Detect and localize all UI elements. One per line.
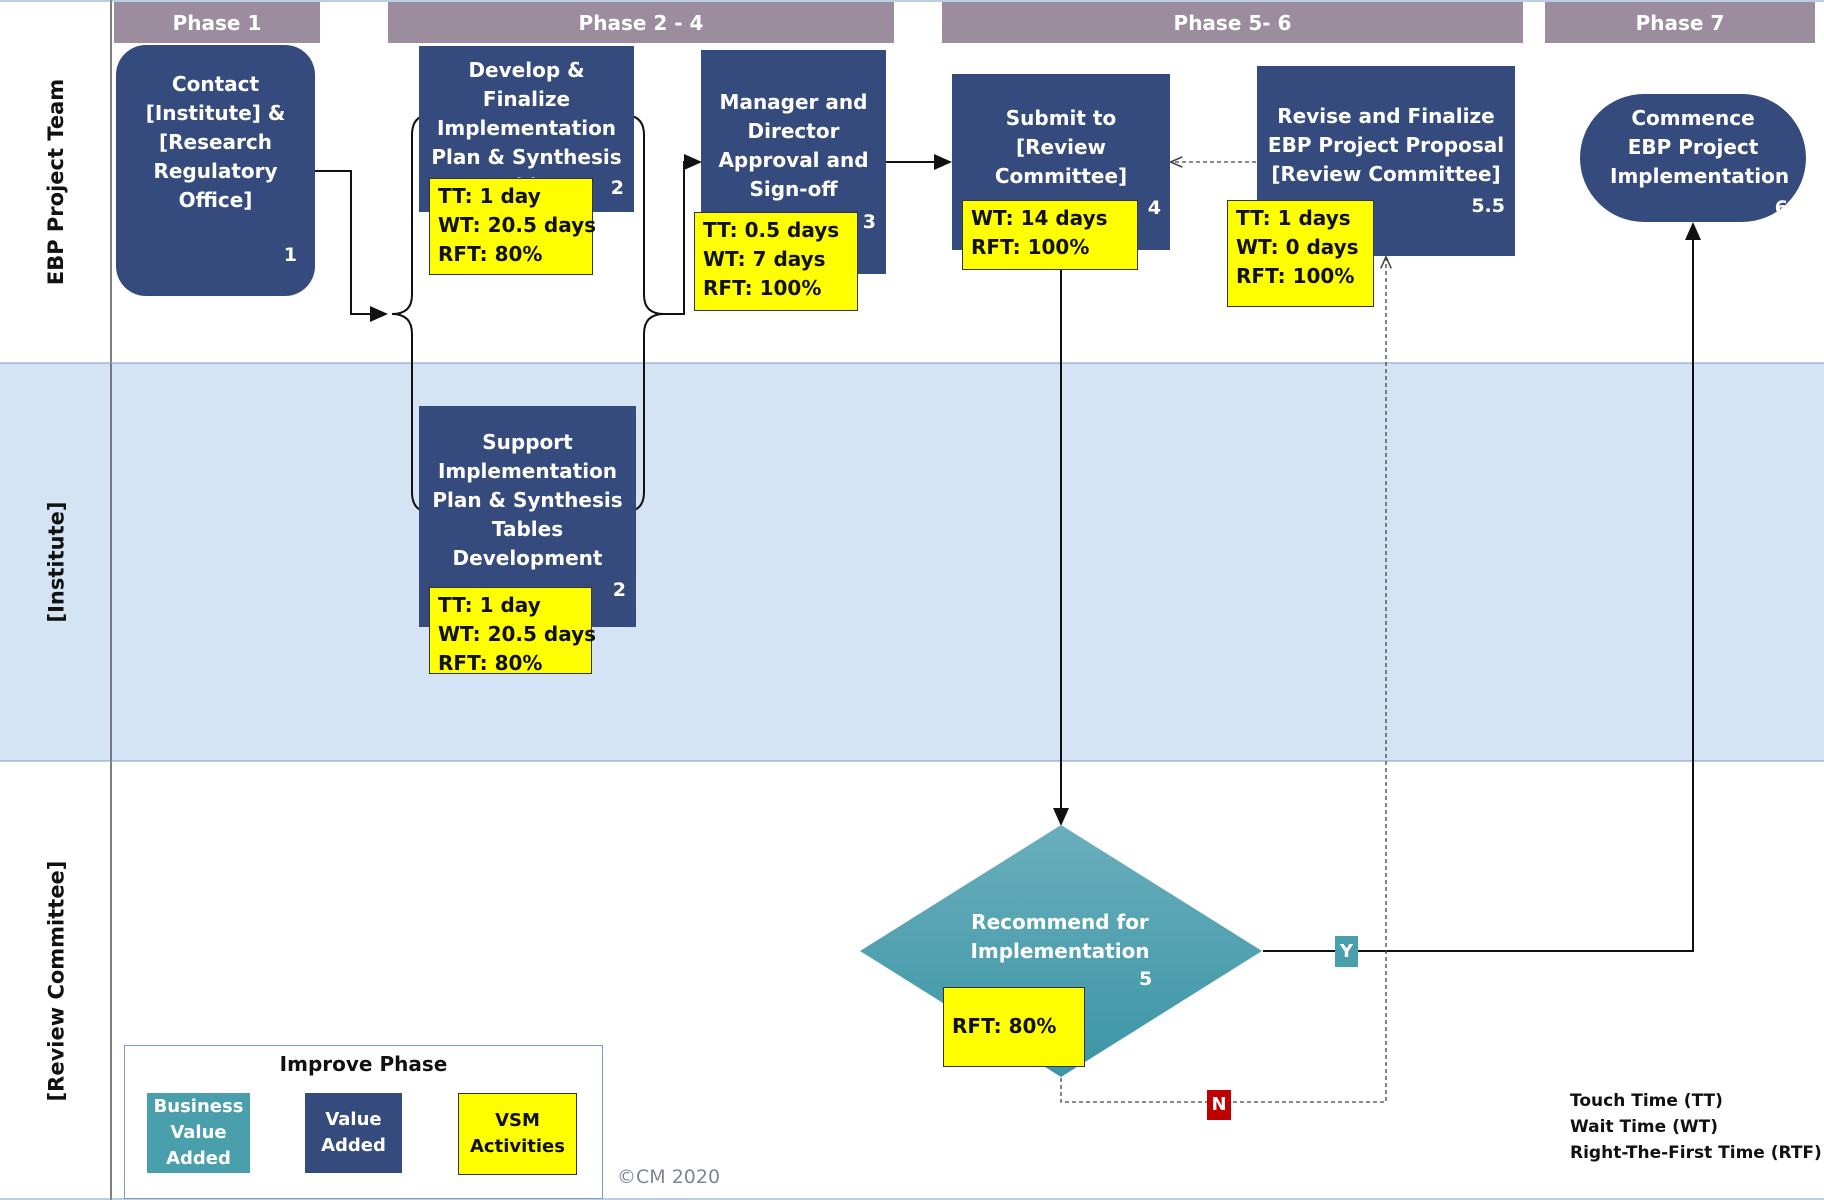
legend-title: Improve Phase [279, 1052, 448, 1076]
step-support-number: 2 [612, 579, 626, 601]
step-develop-label: Develop & Finalize Implementation Plan &… [431, 58, 622, 198]
phase-header-4: Phase 7 [1545, 2, 1815, 43]
vsm-develop-wt: WT: 20.5 days [438, 213, 597, 237]
decision-label: Recommend for Implementation [970, 910, 1150, 963]
step-manager-label: Manager and Director Approval and Sign-o… [718, 90, 869, 201]
phase-header-2: Phase 2 - 4 [388, 2, 894, 43]
copyright: ©CM 2020 [617, 1166, 721, 1188]
note-right-first-time: Right-The-First Time (RTF) [1570, 1143, 1822, 1163]
vsm-manager-wt: WT: 7 days [703, 247, 826, 271]
vsm-develop-rft: RFT: 80% [438, 242, 543, 266]
step-commence-number: 6 [1774, 197, 1788, 219]
decision-number: 5 [1139, 968, 1153, 990]
step-manager-number: 3 [862, 211, 876, 233]
vsm-submit-rft: RFT: 100% [971, 235, 1090, 259]
vsm-develop: TT: 1 day WT: 20.5 days RFT: 80% [429, 178, 597, 275]
step-contact-number: 1 [283, 244, 297, 266]
step-submit-number: 4 [1147, 197, 1161, 219]
vsm-submit-wt: WT: 14 days [971, 206, 1108, 230]
vsm-revise-rft: RFT: 100% [1236, 264, 1355, 288]
vsm-recommend: RFT: 80% [943, 987, 1085, 1067]
step-commence: Commence EBP Project Implementation 6 [1580, 94, 1806, 222]
step-revise-number: 5.5 [1471, 195, 1505, 217]
vsm-manager-rft: RFT: 100% [703, 276, 822, 300]
decision-no-badge: N [1207, 1090, 1231, 1120]
step-revise-label: Revise and Finalize EBP Project Proposal… [1267, 104, 1505, 186]
legend-value-added: Value Added [305, 1093, 402, 1173]
phase-header-3: Phase 5- 6 [942, 2, 1523, 43]
lane-institute-background [0, 363, 1824, 761]
vsm-revise: TT: 1 days WT: 0 days RFT: 100% [1227, 200, 1374, 307]
vsm-revise-tt: TT: 1 days [1236, 206, 1351, 230]
vsm-develop-tt: TT: 1 day [438, 184, 541, 208]
note-wait-time: Wait Time (WT) [1570, 1117, 1718, 1137]
vsm-support-tt: TT: 1 day [438, 593, 541, 617]
step-support-label: Support Implementation Plan & Synthesis … [432, 430, 623, 570]
step-commence-label: Commence EBP Project Implementation [1610, 106, 1790, 188]
vsm-support: TT: 1 day WT: 20.5 days RFT: 80% [429, 587, 597, 675]
vsm-manager-tt: TT: 0.5 days [703, 218, 840, 242]
vsm-support-rft: RFT: 80% [438, 651, 543, 675]
vsm-recommend-rft: RFT: 80% [952, 1014, 1057, 1038]
note-touch-time: Touch Time (TT) [1570, 1091, 1723, 1111]
vsm-manager: TT: 0.5 days WT: 7 days RFT: 100% [694, 212, 858, 311]
vsm-submit: WT: 14 days RFT: 100% [962, 200, 1138, 270]
legend-vsm-activities: VSM Activities [458, 1093, 577, 1175]
vsm-support-wt: WT: 20.5 days [438, 622, 597, 646]
step-develop-number: 2 [610, 177, 624, 199]
step-contact: Contact [Institute] & [Research Regulato… [116, 45, 315, 296]
decision-yes-badge: Y [1335, 936, 1358, 967]
vsm-revise-wt: WT: 0 days [1236, 235, 1359, 259]
step-contact-label: Contact [Institute] & [Research Regulato… [145, 72, 286, 212]
legend-business-value-added: Business Value Added [147, 1093, 250, 1173]
step-develop: Develop & Finalize Implementation Plan &… [419, 46, 634, 212]
step-submit-label: Submit to [Review Committee] [994, 106, 1128, 188]
legend: Improve Phase Business Value Added Value… [124, 1045, 603, 1199]
phase-header-1: Phase 1 [114, 2, 320, 43]
